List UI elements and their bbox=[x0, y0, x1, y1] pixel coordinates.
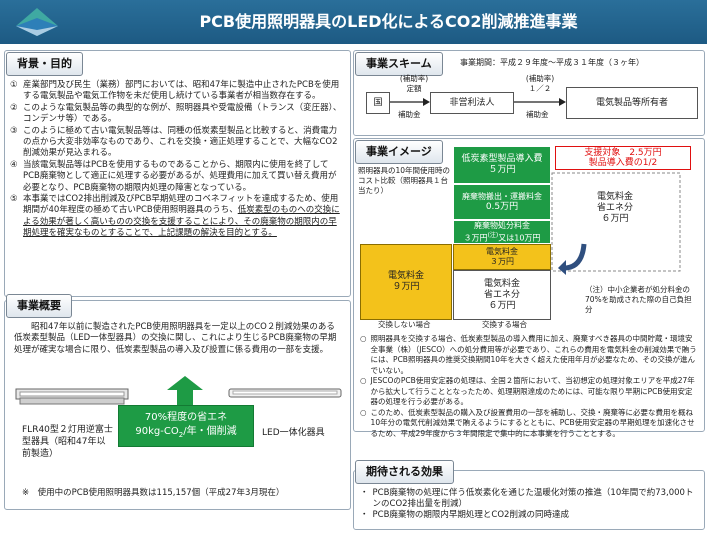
flow-arrow-icon bbox=[390, 98, 430, 106]
arrow2-bottom: 補助金 bbox=[526, 110, 549, 119]
overview-note: ※ 使用中のPCB使用照明器具数は115,157個（平成27年3月現在） bbox=[22, 488, 285, 498]
image-heading: 事業イメージ bbox=[355, 140, 443, 164]
effect-badge: 70%程度の省エネ 90kg-CO2/年・個削減 bbox=[118, 405, 254, 447]
scheme-heading: 事業スキーム bbox=[355, 52, 443, 76]
arrow2-label: (補助率)１／２ bbox=[525, 74, 555, 93]
scheme-period: 事業期間：平成２９年度〜平成３１年度（３ヶ年） bbox=[460, 58, 644, 67]
background-panel bbox=[4, 50, 351, 297]
arrow1-label: (補助率)定額 bbox=[399, 74, 429, 93]
background-heading: 背景・目的 bbox=[6, 52, 83, 76]
ministry-logo-icon bbox=[16, 8, 58, 36]
list-item: ○このため、低炭素型製品の購入及び設置費用の一部を補助し、交換・廃棄等に必要な費… bbox=[360, 407, 695, 438]
effects-list: ・PCB廃棄物の処理に伴う低炭素化を通じた温暖化対策の推進（10年間で約73,0… bbox=[360, 488, 698, 521]
list-item: ・PCB廃棄物の処理に伴う低炭素化を通じた温暖化対策の推進（10年間で約73,0… bbox=[360, 488, 694, 509]
curve-arrow-icon bbox=[558, 243, 587, 275]
col2-label: 交換する場合 bbox=[482, 320, 527, 329]
note-sme: （注）中小企業者が処分料金の70%を助成された際の自己負担分 bbox=[585, 285, 692, 314]
cost-disposal: 廃棄物処分料金 ３万円(注)又は10万円 bbox=[453, 220, 551, 244]
support-target: 支援対象 2.5万円製品導入費の1/2 bbox=[555, 146, 691, 170]
node-org: 非営利法人 bbox=[430, 92, 514, 114]
list-item: ○JESCOのPCB使用安定器の処理は、全国２箇所において、当初想定の処理対象エ… bbox=[360, 376, 695, 406]
overview-heading: 事業概要 bbox=[6, 294, 72, 318]
header-bar: PCB使用照明器具のLED化によるCO2削減推進事業 bbox=[0, 0, 707, 44]
new-lamp-label: LED一体化器具 bbox=[262, 428, 325, 438]
flow-arrow-icon bbox=[514, 98, 566, 106]
overview-text: 昭和47年以前に製造されたPCB使用照明器具を一定以上のCO２削減効果のある低炭… bbox=[14, 322, 337, 355]
old-lamp-image bbox=[15, 388, 129, 405]
arrow1-bottom: 補助金 bbox=[398, 110, 421, 119]
old-lamp-label: FLR40型２灯用逆富士型器具（昭和47年以前製造） bbox=[22, 425, 113, 459]
dashed-saving-frame bbox=[551, 172, 681, 272]
node-country: 国 bbox=[366, 92, 390, 114]
image-bullets: ○照明器具を交換する場合、低炭素型製品の導入費用に加え、廃棄すべき器具の中間貯蔵… bbox=[360, 334, 698, 439]
page-title: PCB使用照明器具のLED化によるCO2削減推進事業 bbox=[199, 12, 578, 31]
new-lamp-image bbox=[228, 388, 342, 398]
node-owner: 電気製品等所有者 bbox=[566, 87, 698, 119]
upgrade-arrow-icon bbox=[167, 376, 203, 406]
col1-label: 交換しない場合 bbox=[378, 320, 431, 329]
list-item: ・PCB廃棄物の期限内早期処理とCO2削減の同時達成 bbox=[360, 510, 569, 520]
list-item: ○照明器具を交換する場合、低炭素型製品の導入費用に加え、廃棄すべき器具の中間貯蔵… bbox=[360, 334, 697, 375]
cost-note: 照明器具の10年間使用時のコスト比較（照明器具１台当たり） bbox=[358, 166, 451, 195]
effects-heading: 期待される効果 bbox=[355, 460, 454, 484]
